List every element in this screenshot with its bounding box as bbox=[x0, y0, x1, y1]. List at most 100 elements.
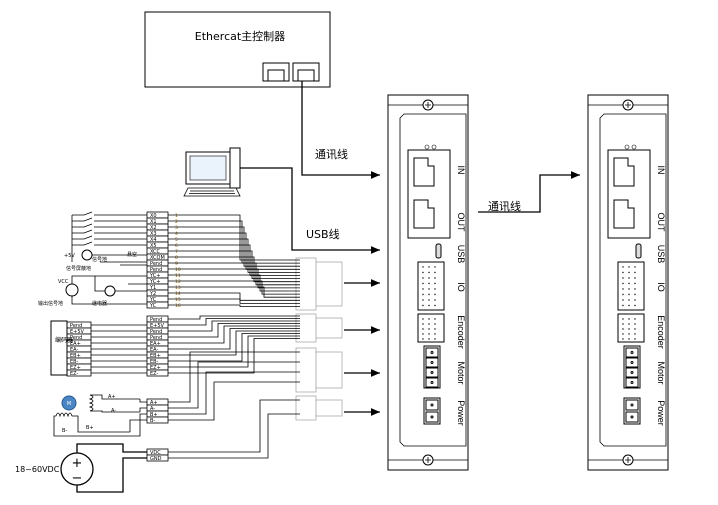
io-wire bbox=[168, 226, 300, 267]
io-wire bbox=[168, 238, 300, 273]
io-port[interactable] bbox=[617, 261, 645, 311]
encoder-terminal-label: EZ- bbox=[150, 371, 158, 377]
io-terminal-label: Pend bbox=[150, 261, 162, 267]
encoder-terminal-label: EZ+ bbox=[150, 365, 161, 371]
switch-icon bbox=[72, 235, 147, 240]
signal-source-icon bbox=[81, 249, 93, 261]
io-terminal-label: X4 bbox=[150, 237, 157, 243]
motor-pin bbox=[425, 347, 439, 358]
motor-terminal-label: B+ bbox=[150, 412, 158, 418]
comm-cable-1 bbox=[301, 81, 380, 179]
port-label-power: Power bbox=[456, 400, 466, 426]
usb-port[interactable] bbox=[435, 243, 442, 259]
io-port[interactable] bbox=[417, 261, 445, 311]
vcc-source-icon bbox=[65, 283, 79, 297]
vcc-label: VCC bbox=[58, 279, 69, 285]
io-wire bbox=[168, 244, 300, 276]
motor-pin bbox=[625, 377, 639, 388]
motor-cable-wire bbox=[168, 361, 300, 409]
encoder-pin-label: Pend bbox=[70, 323, 82, 329]
motor-pin bbox=[425, 377, 439, 388]
io-terminal-label: YC+ bbox=[149, 273, 160, 279]
io-pin-number: 11 bbox=[175, 273, 181, 279]
encoder-cable-wire bbox=[168, 328, 300, 350]
motor-label-a-minus: A- bbox=[111, 408, 116, 414]
encoder-cable-wire bbox=[168, 320, 300, 332]
motor-terminal-label: B- bbox=[150, 418, 155, 424]
io-pin-number: 16 bbox=[175, 303, 181, 309]
rj45-in-port[interactable] bbox=[613, 157, 635, 187]
motor-pin bbox=[625, 367, 639, 378]
usb-port[interactable] bbox=[635, 243, 642, 259]
port-label-power: Power bbox=[656, 400, 666, 426]
motor-pin bbox=[625, 357, 639, 368]
port-label-io: IO bbox=[456, 282, 466, 292]
encoder-terminal-label: EA- bbox=[150, 347, 158, 353]
io-terminal-label: X5 bbox=[150, 243, 157, 249]
io-wire bbox=[168, 250, 300, 279]
computer-icon bbox=[183, 147, 241, 197]
io-wire bbox=[168, 262, 300, 286]
rj45-in-port[interactable] bbox=[413, 157, 435, 187]
encoder-pin-label: EA+ bbox=[70, 341, 81, 347]
encoder-box bbox=[50, 320, 68, 376]
encoder-terminal-label: Pend bbox=[150, 335, 162, 341]
io-plug bbox=[295, 257, 317, 311]
port-label-out: OUT bbox=[456, 213, 466, 233]
comm-cable-label-2: 通讯线 bbox=[488, 199, 521, 213]
power-pin bbox=[425, 411, 439, 423]
output-signal-gnd-label: 输出信号地 bbox=[38, 300, 63, 307]
controller-port bbox=[292, 62, 320, 82]
relay-icon bbox=[104, 285, 116, 297]
motor-cable-wire bbox=[168, 351, 300, 403]
motor-terminal-label: A- bbox=[150, 406, 155, 412]
port-label-usb: USB bbox=[456, 245, 466, 264]
io-terminal-label: X1 bbox=[150, 219, 157, 225]
encoder-port[interactable] bbox=[617, 313, 645, 343]
io-pin-number: 4 bbox=[175, 231, 178, 237]
encoder-pin-label: EZ- bbox=[70, 371, 78, 377]
encoder-cable-wire bbox=[168, 315, 300, 320]
encoder-terminal-label: EB+ bbox=[150, 353, 161, 359]
switch-icon bbox=[72, 241, 147, 246]
rj45-out-port[interactable] bbox=[613, 199, 635, 229]
encoder-terminal-label: Pend bbox=[150, 317, 162, 323]
encoder-pin-label: EZ+ bbox=[70, 365, 81, 371]
io-pin-number: 6 bbox=[175, 243, 178, 249]
port-label-usb: USB bbox=[656, 245, 666, 264]
power-wires bbox=[76, 443, 147, 493]
comm-cable-label-1: 通讯线 bbox=[315, 147, 348, 161]
io-wire bbox=[168, 274, 300, 292]
encoder-pin-label: EA- bbox=[70, 347, 78, 353]
io-terminal-label: Y2 bbox=[149, 291, 156, 297]
usb-cable-label: USB线 bbox=[306, 227, 340, 241]
encoder-cable-wire bbox=[168, 330, 300, 356]
motor-pin bbox=[625, 347, 639, 358]
encoder-cable-wire bbox=[168, 335, 300, 368]
encoder-port[interactable] bbox=[417, 313, 445, 343]
power-pin bbox=[625, 411, 639, 423]
motor-label-a-plus: A+ bbox=[108, 394, 116, 400]
encoder-cable-wire bbox=[168, 325, 300, 344]
encoder-pin-label: EB- bbox=[70, 359, 79, 365]
motor-pin bbox=[425, 357, 439, 368]
io-wire bbox=[168, 298, 300, 304]
rj45-out-port[interactable] bbox=[413, 199, 435, 229]
switch-icon bbox=[72, 223, 147, 228]
motor-pin bbox=[425, 367, 439, 378]
encoder-cable-wire bbox=[168, 318, 300, 326]
motor-icon bbox=[61, 395, 77, 411]
io-terminal-label: X0 bbox=[150, 213, 157, 219]
io-wire bbox=[168, 280, 300, 295]
comm-cable-2 bbox=[478, 171, 580, 213]
winding-b-icon bbox=[53, 412, 130, 437]
encoder-label: 编码器 bbox=[55, 336, 73, 344]
power-plus: + bbox=[72, 456, 83, 471]
io-wire bbox=[168, 304, 300, 307]
switch-icon bbox=[72, 229, 147, 234]
io-wire bbox=[168, 286, 300, 298]
io-terminal-label: Pend bbox=[150, 267, 162, 273]
signal-gnd-label: 信号地 bbox=[92, 256, 107, 263]
